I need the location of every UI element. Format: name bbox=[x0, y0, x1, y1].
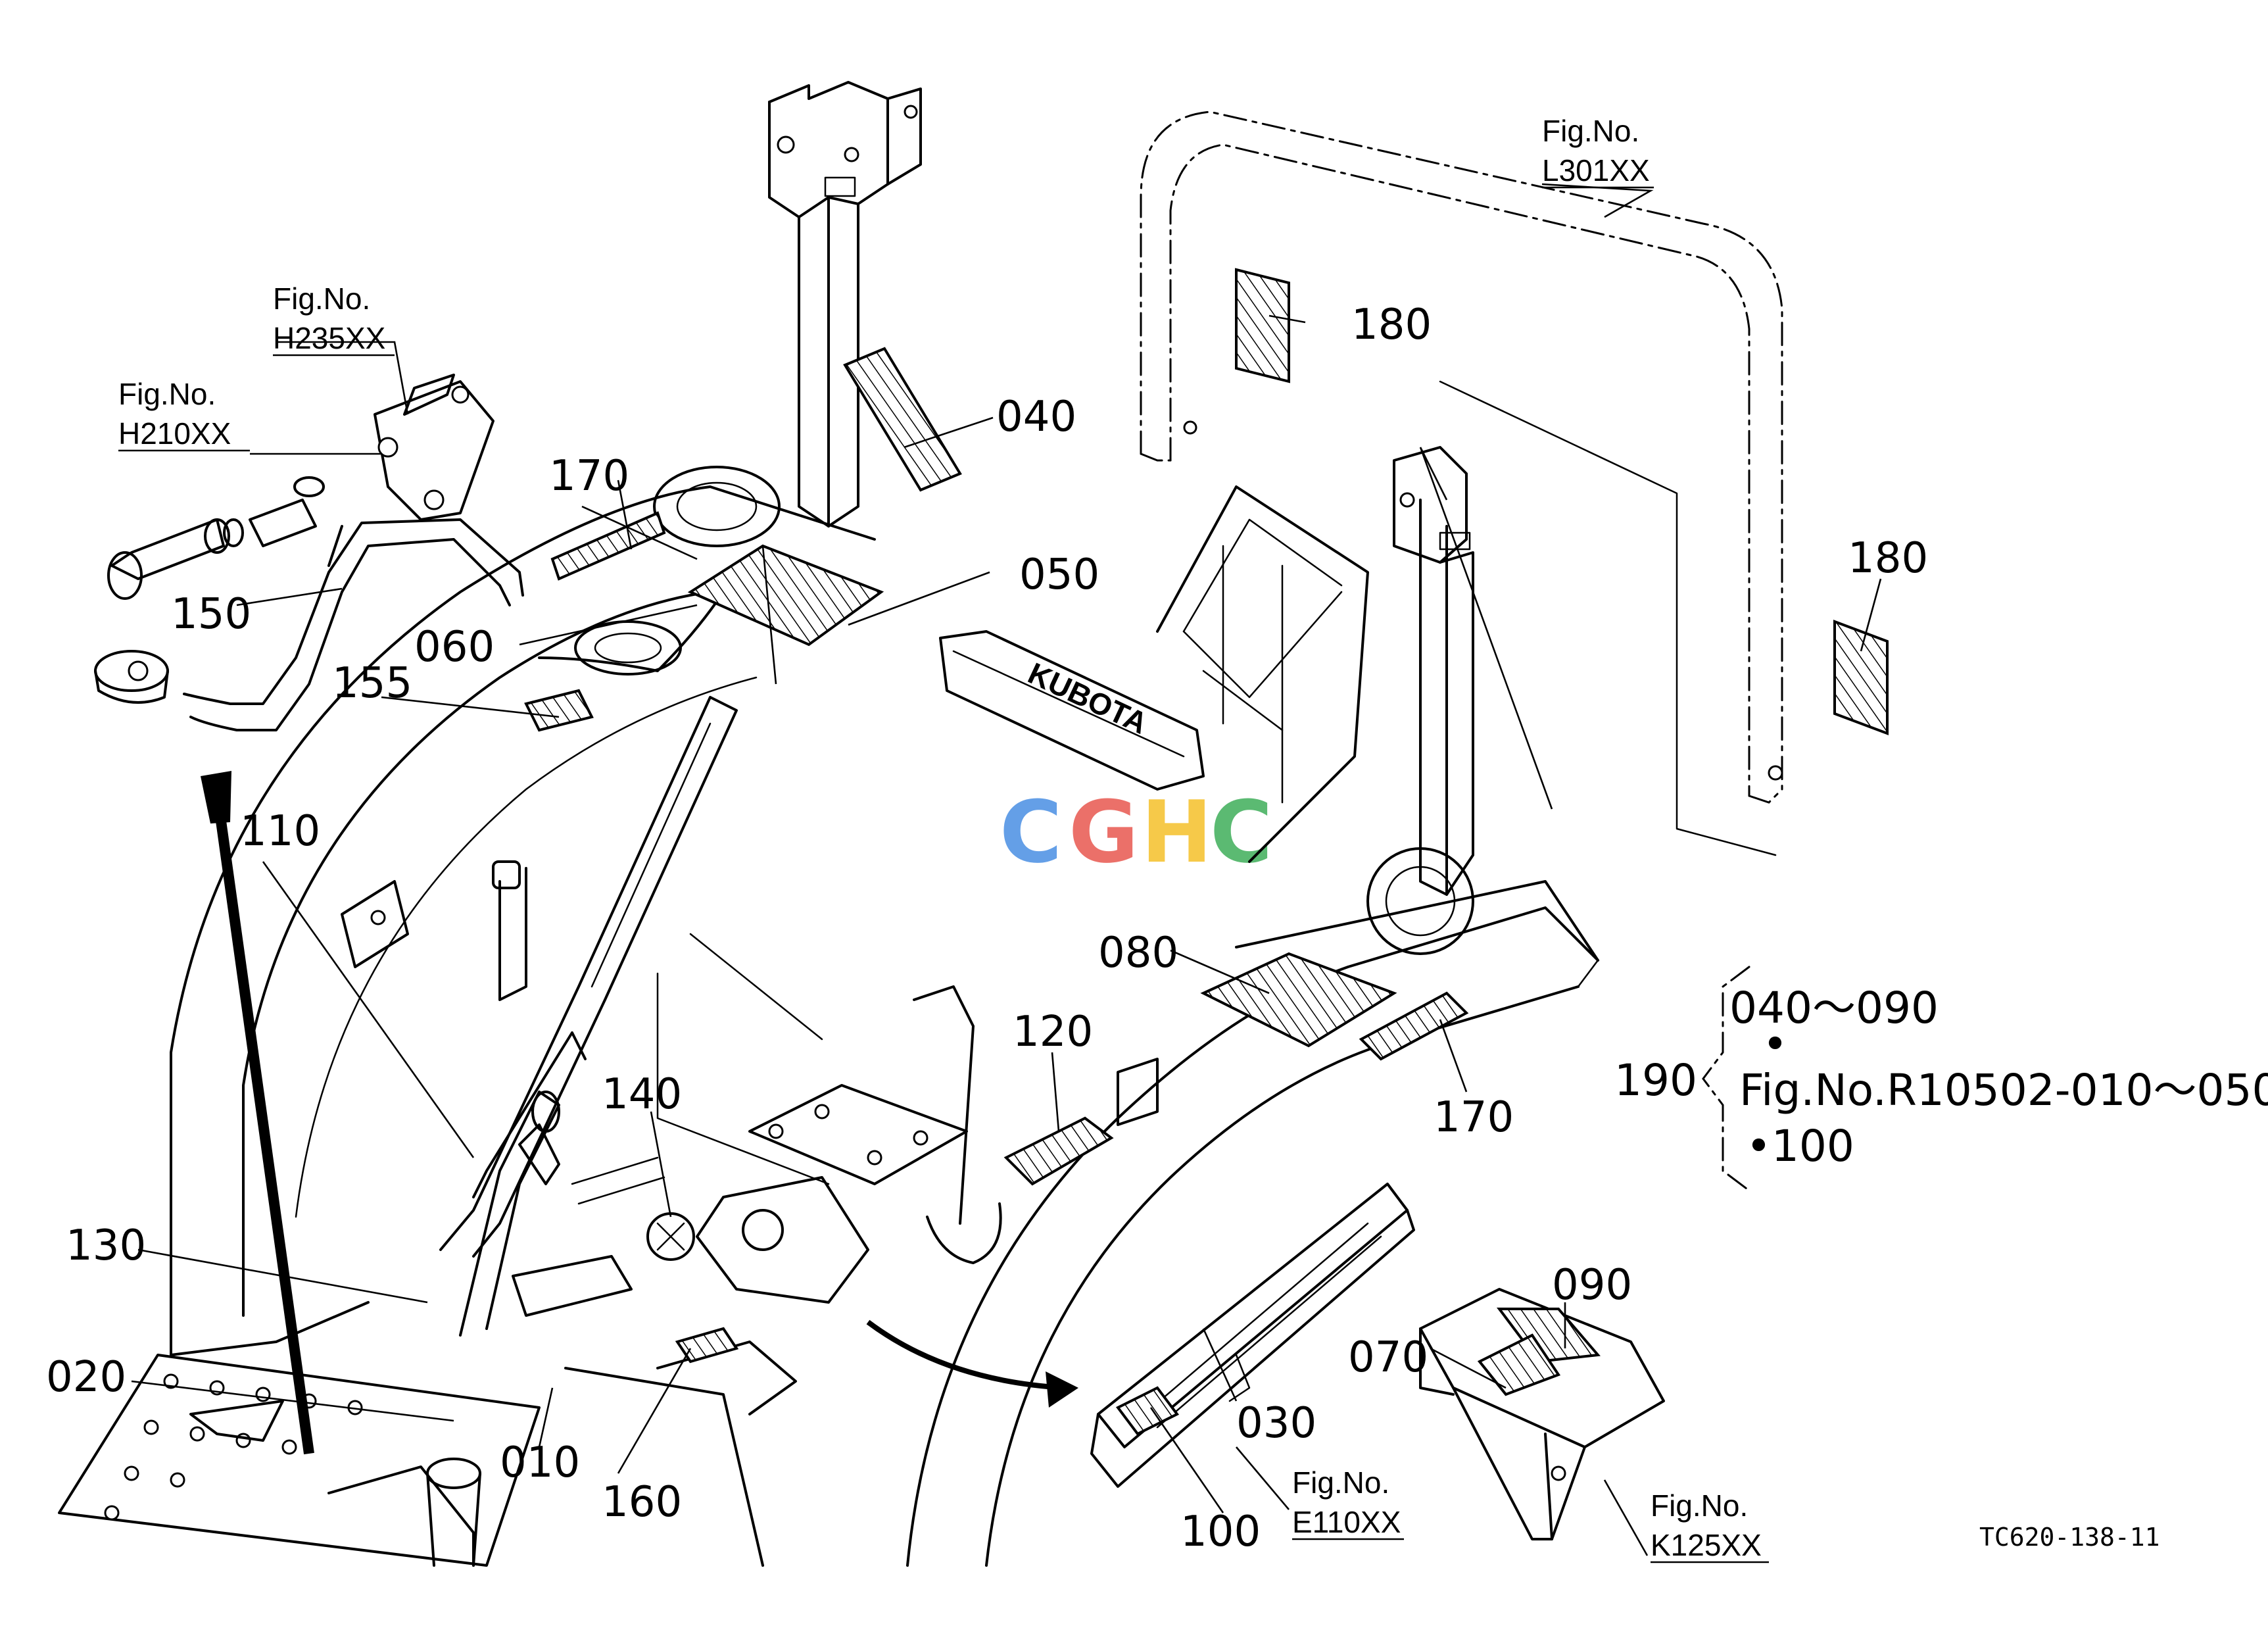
callout-180-right: 180 bbox=[1848, 534, 1928, 583]
callout-110: 110 bbox=[240, 807, 320, 856]
callout-155: 155 bbox=[332, 659, 412, 708]
callout-050: 050 bbox=[1019, 551, 1099, 599]
seat-bracket bbox=[1156, 485, 1369, 863]
kubota-badge: KUBOTA bbox=[939, 630, 1205, 791]
svg-text:E110XX: E110XX bbox=[1292, 1505, 1401, 1539]
rops-front-post bbox=[768, 81, 962, 528]
callout-150: 150 bbox=[171, 590, 251, 639]
svg-text:G: G bbox=[1069, 782, 1139, 882]
callout-170-right: 170 bbox=[1434, 1093, 1514, 1142]
direction-arrows bbox=[201, 771, 1078, 1455]
floor-plate bbox=[58, 1327, 797, 1567]
watermark: C G H C bbox=[1000, 782, 1272, 882]
callout-080: 080 bbox=[1098, 929, 1178, 977]
fig-ref-e110xx: Fig.No. E110XX bbox=[1292, 1465, 1404, 1540]
svg-text:Fig.No.: Fig.No. bbox=[1542, 114, 1639, 148]
fig-ref-h210xx: Fig.No. H210XX bbox=[118, 377, 250, 452]
svg-text:Fig.No.: Fig.No. bbox=[1292, 1465, 1389, 1500]
step-panel bbox=[1090, 1183, 1415, 1488]
leader-lines bbox=[131, 183, 1882, 1556]
svg-text:C: C bbox=[1000, 782, 1062, 882]
pipe-route-arrow bbox=[212, 791, 314, 1455]
step-route-arrow bbox=[866, 1319, 1066, 1390]
callout-100: 100 bbox=[1180, 1508, 1261, 1556]
set-note-line1: 040～090 bbox=[1729, 983, 1939, 1033]
callout-140: 140 bbox=[602, 1070, 682, 1119]
cover-panel bbox=[1419, 1288, 1665, 1540]
shift-lever bbox=[439, 696, 738, 1337]
callout-040: 040 bbox=[996, 393, 1076, 441]
set-note-dot: • bbox=[1762, 1019, 1788, 1069]
kubota-brand-text: KUBOTA bbox=[1023, 656, 1153, 741]
svg-text:H: H bbox=[1141, 782, 1213, 882]
callout-060: 060 bbox=[414, 623, 495, 672]
figure-references: Fig.No. H235XX Fig.No. H210XX Fig.No. L3… bbox=[118, 114, 1769, 1563]
callout-090: 090 bbox=[1552, 1261, 1632, 1310]
fig-ref-k125xx: Fig.No. K125XX bbox=[1651, 1488, 1769, 1563]
set-note-line2: Fig.No.R10502-010～050 bbox=[1739, 1065, 2268, 1116]
svg-text:L301XX: L301XX bbox=[1542, 153, 1650, 187]
svg-text:Fig.No.: Fig.No. bbox=[1651, 1488, 1748, 1523]
svg-text:K125XX: K125XX bbox=[1651, 1528, 1762, 1562]
step-route-arrowhead bbox=[1046, 1371, 1078, 1408]
callout-180-top: 180 bbox=[1351, 301, 1432, 349]
fig-ref-h235xx: Fig.No. H235XX bbox=[273, 282, 395, 356]
set-note-190: 190 040～090 • Fig.No.R10502-010～050 •100 bbox=[1614, 966, 2268, 1192]
hydraulic-pipe bbox=[94, 374, 524, 731]
svg-text:C: C bbox=[1210, 782, 1272, 882]
callout-130: 130 bbox=[66, 1221, 146, 1270]
callout-070: 070 bbox=[1348, 1333, 1428, 1382]
floor-holes bbox=[104, 1373, 363, 1521]
gearbox-assembly bbox=[646, 933, 1002, 1304]
callout-030: 030 bbox=[1236, 1399, 1316, 1448]
pipe-route-arrowhead bbox=[201, 771, 231, 823]
set-note-line3: •100 bbox=[1746, 1121, 1854, 1171]
callout-120: 120 bbox=[1013, 1008, 1093, 1056]
svg-text:H210XX: H210XX bbox=[118, 416, 231, 451]
left-fender bbox=[170, 485, 876, 1356]
callout-labels: 010 020 030 040 050 060 070 080 090 100 … bbox=[46, 301, 1928, 1556]
callout-160: 160 bbox=[602, 1478, 682, 1527]
callout-020: 020 bbox=[46, 1353, 126, 1402]
set-note-number: 190 bbox=[1614, 1055, 1697, 1106]
rops-rear-arch bbox=[1140, 111, 1889, 896]
callout-170-left: 170 bbox=[549, 452, 629, 501]
fender-pad-left bbox=[524, 466, 884, 732]
fender-pad-right bbox=[1003, 847, 1474, 1186]
svg-text:H235XX: H235XX bbox=[273, 321, 385, 355]
svg-text:Fig.No.: Fig.No. bbox=[273, 282, 370, 316]
drawing-code: TC620-138-11 bbox=[1979, 1523, 2160, 1552]
callout-010: 010 bbox=[500, 1438, 580, 1487]
fig-ref-l301xx: Fig.No. L301XX bbox=[1542, 114, 1654, 189]
svg-text:Fig.No.: Fig.No. bbox=[118, 377, 216, 411]
